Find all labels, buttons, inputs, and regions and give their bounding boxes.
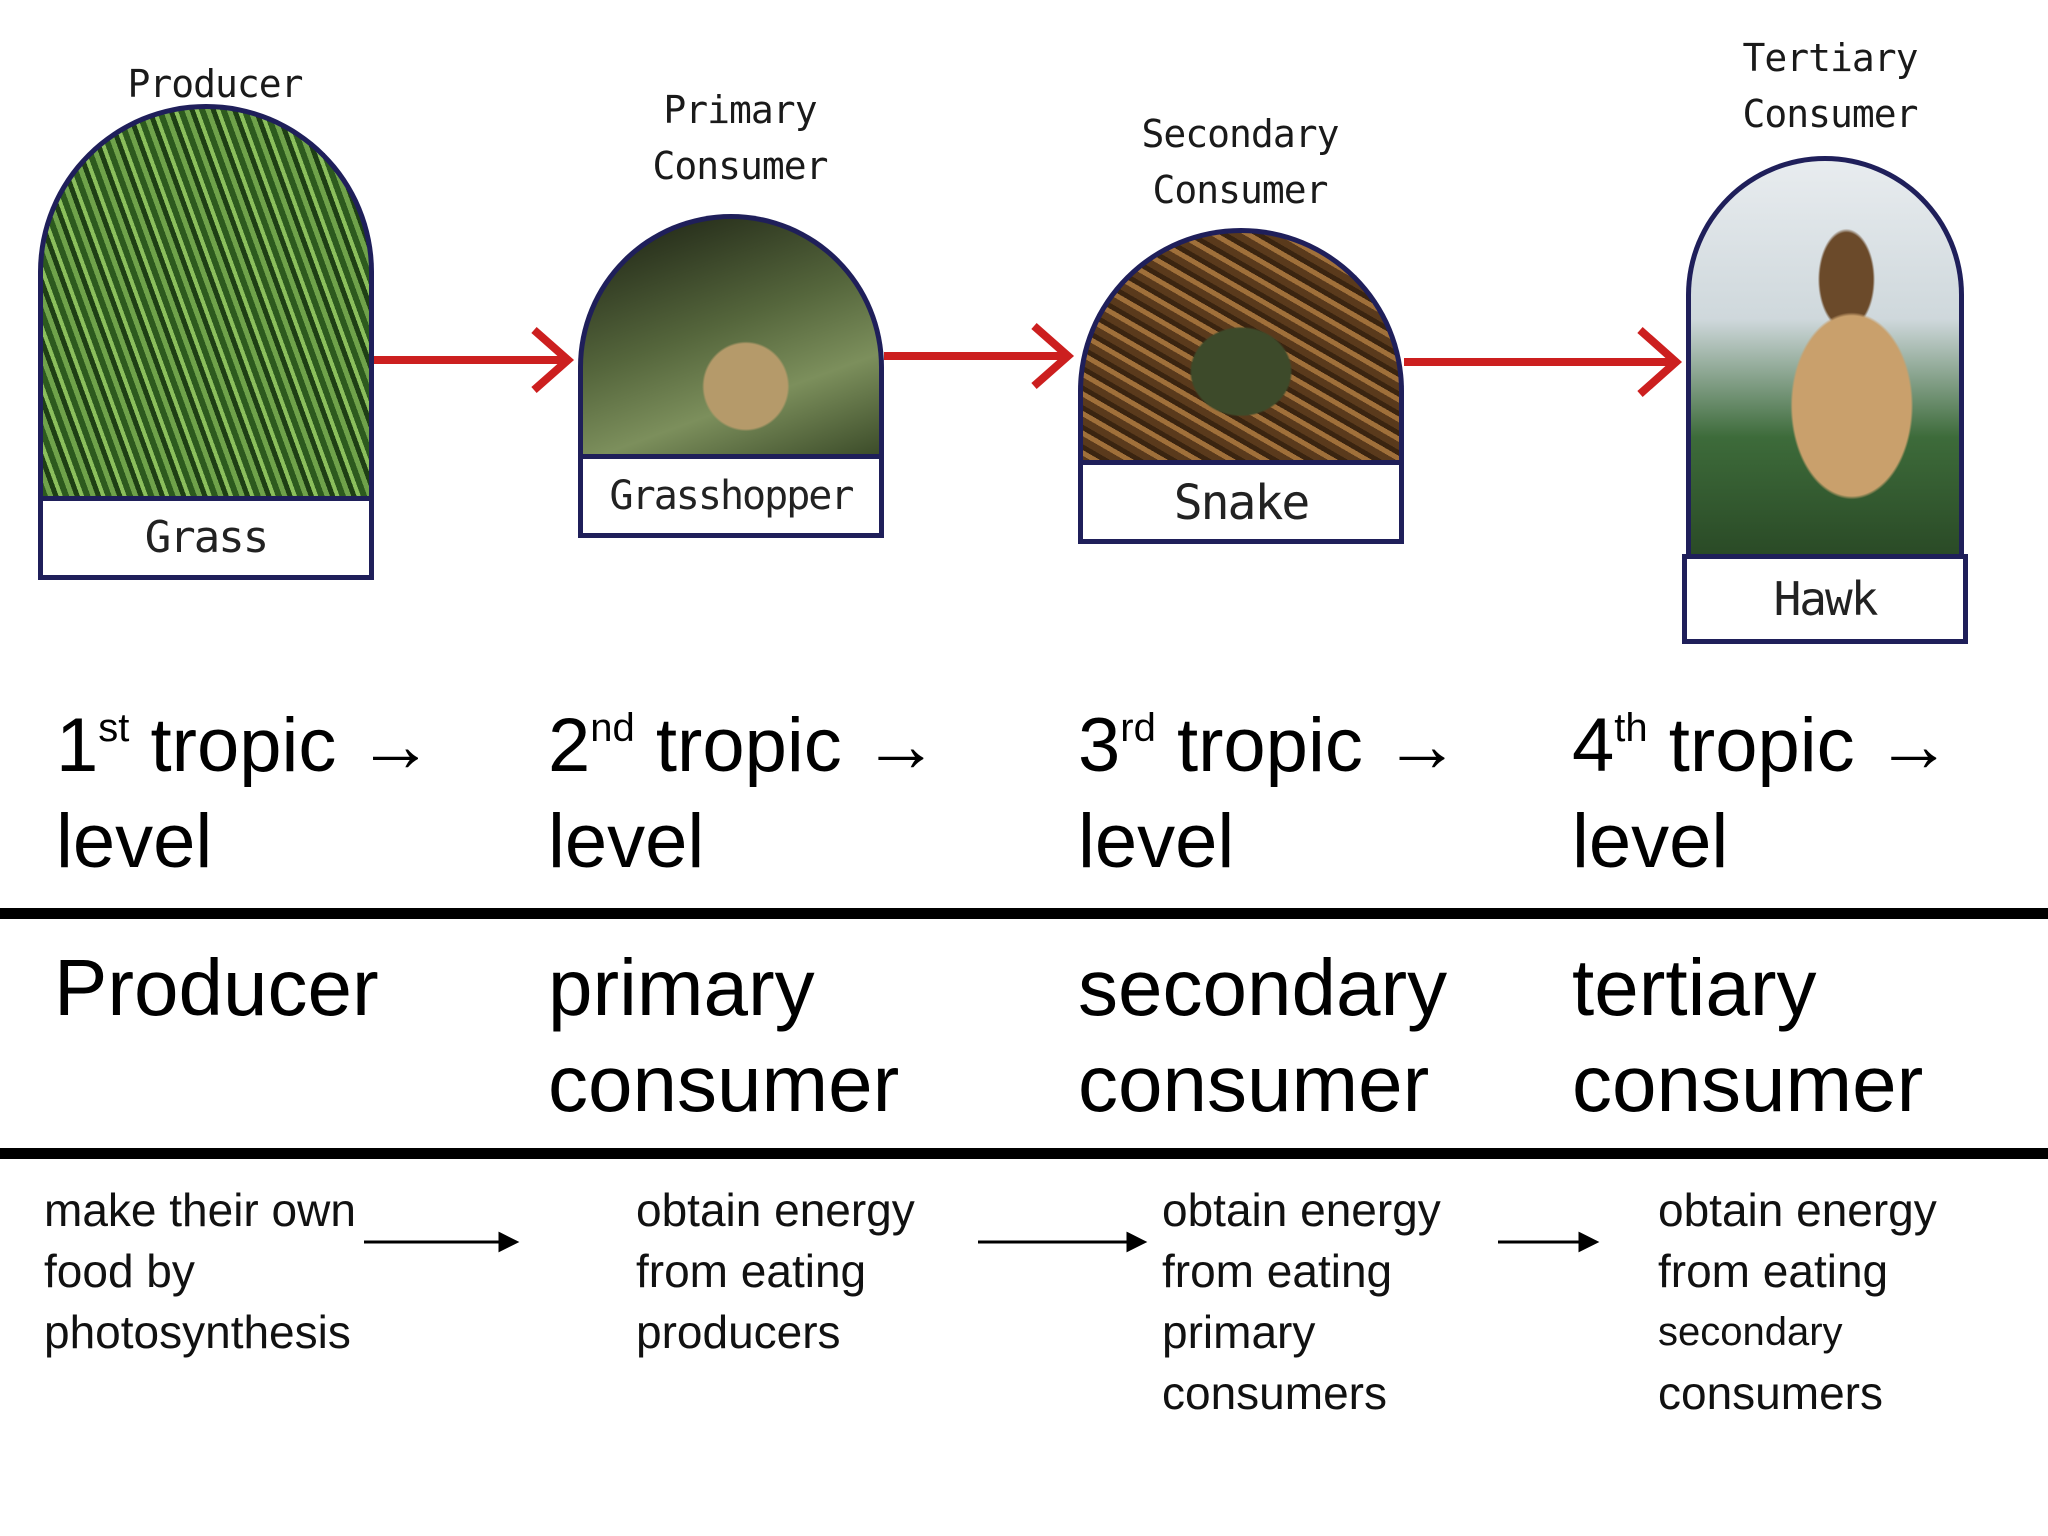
description-line: consumers: [1658, 1367, 1883, 1419]
role-label-line: Primary: [663, 88, 817, 132]
description-line: make their own: [44, 1184, 356, 1236]
role-tertiary-consumer: tertiary consumer: [1572, 940, 1923, 1132]
arrow-right-icon: →: [357, 703, 434, 788]
grass-label: Grass: [144, 512, 269, 563]
description-arrows: [364, 1231, 1600, 1253]
level-word: tropic: [655, 703, 842, 788]
description-line: primary: [1162, 1306, 1316, 1358]
role-label-line: Tertiary: [1742, 36, 1918, 80]
snake-label-box: Snake: [1078, 460, 1404, 544]
role-line1: Producer: [54, 943, 379, 1032]
red-arrows: [374, 323, 1683, 397]
level-word: tropic: [150, 703, 337, 788]
role-line2: consumer: [1078, 1039, 1430, 1128]
role-secondary-consumer: secondary consumer: [1078, 940, 1447, 1132]
grasshopper-image: [578, 214, 884, 458]
trophic-level-4: 4th tropic → level: [1572, 698, 1952, 890]
level-line2: level: [548, 799, 705, 884]
snake-label: Snake: [1173, 475, 1310, 531]
role-label-secondary: Secondary Consumer: [1110, 106, 1370, 218]
grass-label-box: Grass: [38, 496, 374, 580]
description-tertiary: obtain energy from eating secondary cons…: [1658, 1180, 1937, 1424]
grasshopper-label-box: Grasshopper: [578, 454, 884, 538]
description-primary: obtain energy from eating producers: [636, 1180, 915, 1363]
description-line: photosynthesis: [44, 1306, 351, 1358]
red-arrow-grass-to-grasshopper: [374, 327, 575, 393]
red-arrow-snake-to-hawk: [1404, 327, 1683, 397]
description-line: obtain energy: [1658, 1184, 1937, 1236]
level-number: 2: [548, 703, 591, 788]
description-line: consumers: [1162, 1367, 1387, 1419]
role-label-line: Consumer: [652, 144, 828, 188]
role-label-line: Producer: [127, 62, 303, 106]
role-label-producer: Producer: [100, 56, 330, 112]
red-arrow-grasshopper-to-snake: [884, 323, 1075, 389]
description-line: from eating: [636, 1245, 867, 1297]
role-line1: tertiary: [1572, 943, 1817, 1032]
arrow-right-icon: →: [1383, 703, 1460, 788]
role-line2: consumer: [548, 1039, 900, 1128]
hawk-image: [1686, 156, 1964, 556]
grass-image: [38, 104, 374, 500]
divider-bottom: [0, 1148, 2048, 1159]
level-word: tropic: [1176, 703, 1363, 788]
description-line: food by: [44, 1245, 195, 1297]
arrow-right-icon: →: [862, 703, 939, 788]
role-label-line: Consumer: [1742, 92, 1918, 136]
hawk-label: Hawk: [1773, 572, 1879, 626]
description-line: from eating: [1162, 1245, 1393, 1297]
level-number: 1: [56, 703, 99, 788]
level-ordinal: th: [1614, 706, 1648, 750]
description-line: from eating: [1658, 1245, 1889, 1297]
role-label-primary: Primary Consumer: [610, 82, 870, 194]
black-arrow-2: [978, 1231, 1148, 1253]
level-ordinal: st: [98, 706, 130, 750]
level-ordinal: nd: [590, 706, 635, 750]
role-line1: secondary: [1078, 943, 1448, 1032]
level-ordinal: rd: [1120, 706, 1156, 750]
black-arrow-1: [364, 1231, 520, 1253]
divider-top: [0, 908, 2048, 919]
hawk-label-box: Hawk: [1682, 554, 1968, 644]
role-label-line: Consumer: [1152, 168, 1328, 212]
level-line2: level: [1572, 799, 1729, 884]
trophic-level-2: 2nd tropic → level: [548, 698, 939, 890]
role-line2: consumer: [1572, 1039, 1924, 1128]
description-line: producers: [636, 1306, 841, 1358]
grasshopper-label: Grasshopper: [609, 473, 855, 519]
trophic-level-3: 3rd tropic → level: [1078, 698, 1460, 890]
level-line2: level: [1078, 799, 1235, 884]
description-line: obtain energy: [636, 1184, 915, 1236]
description-line: obtain energy: [1162, 1184, 1441, 1236]
role-line1: primary: [548, 943, 815, 1032]
description-producer: make their own food by photosynthesis: [44, 1180, 356, 1363]
level-number: 3: [1078, 703, 1121, 788]
level-word: tropic: [1668, 703, 1855, 788]
snake-image: [1078, 228, 1404, 464]
black-arrow-3: [1498, 1231, 1600, 1253]
level-number: 4: [1572, 703, 1615, 788]
level-line2: level: [56, 799, 213, 884]
role-label-tertiary: Tertiary Consumer: [1700, 30, 1960, 142]
role-label-line: Secondary: [1141, 112, 1340, 156]
description-line: secondary: [1658, 1310, 1843, 1354]
description-secondary: obtain energy from eating primary consum…: [1162, 1180, 1441, 1424]
role-producer: Producer: [54, 940, 379, 1036]
trophic-level-1: 1st tropic → level: [56, 698, 434, 890]
role-primary-consumer: primary consumer: [548, 940, 899, 1132]
arrow-right-icon: →: [1875, 703, 1952, 788]
